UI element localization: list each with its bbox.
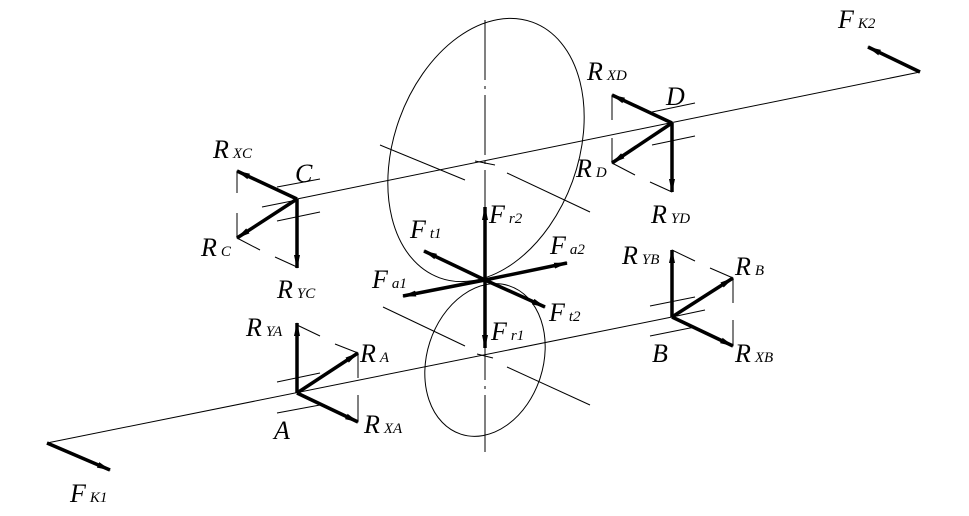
arrow-rxa [296, 391, 359, 424]
arrow-rb [671, 276, 734, 319]
upper-gear-ellipse [387, 17, 585, 283]
arrow-fk1 [46, 441, 111, 472]
arrow-fa1 [402, 278, 486, 298]
lower-gear-ellipse [424, 283, 546, 437]
point-label-c: C [295, 159, 313, 188]
arrow-rd [611, 121, 673, 165]
arrow-ra [296, 351, 359, 395]
arrow-rxc [236, 169, 298, 201]
arrow-fk2 [867, 45, 921, 74]
gear-center-lines [379, 144, 591, 406]
point-label-a: A [272, 416, 290, 445]
arrow-rxb [671, 315, 734, 348]
force-arrows [46, 45, 921, 472]
arrow-ft2 [484, 278, 546, 309]
point-label-b: B [652, 339, 668, 368]
point-label-d: D [665, 82, 685, 111]
lower-shaft-line [46, 316, 673, 444]
arrow-fa2 [484, 261, 568, 282]
arrow-rxd [611, 93, 673, 125]
arrow-rc [236, 197, 298, 240]
construction-lines [236, 95, 734, 422]
upper-shaft-line [296, 71, 921, 200]
arrow-ft1 [423, 249, 486, 282]
